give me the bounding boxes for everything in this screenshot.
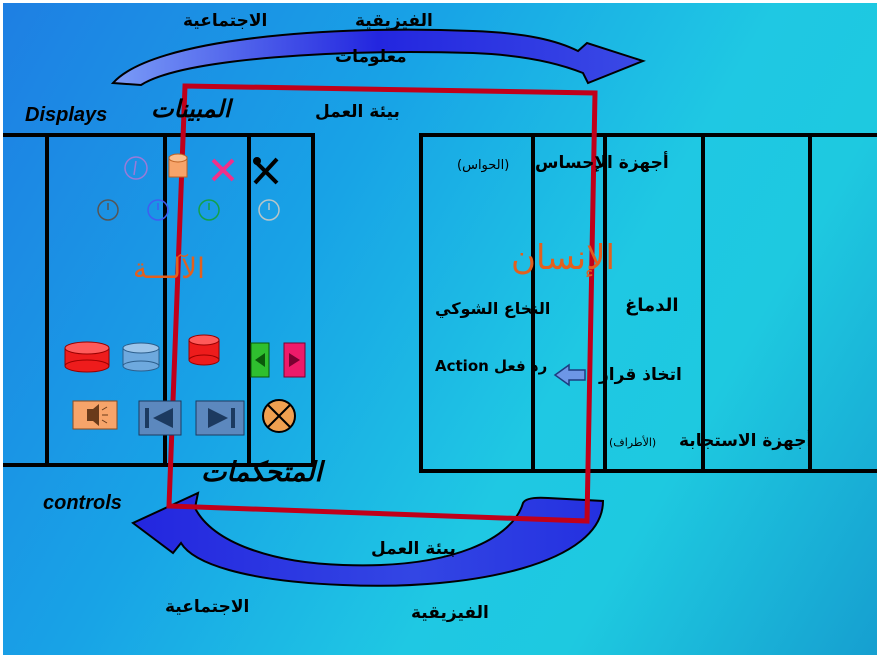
tools-icon — [253, 157, 279, 185]
speaker-icon — [72, 400, 118, 430]
bottom-physical-label: الفيزيقية — [411, 603, 489, 623]
cylinder-icon — [122, 342, 160, 372]
bottom-social-label: الاجتماعية — [165, 597, 250, 617]
machine-label: الآلـــة — [133, 252, 205, 285]
stop-icon — [262, 399, 296, 433]
top-cycle-arrow — [110, 28, 646, 87]
clock-icon — [147, 199, 169, 221]
controls-arabic-label: المتحكمات — [201, 457, 323, 488]
top-arrow-physical-label: الفيزيقية — [355, 11, 433, 31]
reaction-label: رد فعل Action — [435, 357, 548, 375]
spinal-cord-label: النخاع الشوكي — [435, 299, 551, 318]
info-icon — [124, 156, 148, 180]
human-label: الإنسان — [511, 238, 615, 278]
displays-arabic-label: المبينات — [151, 95, 231, 123]
response-sub-label: (الأطراف) — [609, 436, 657, 449]
play-right-icon — [283, 342, 306, 378]
bottom-work-environment-label: بيئة العمل — [371, 539, 456, 559]
top-arrow-social-label: الاجتماعية — [183, 11, 268, 31]
cylinder-icon — [64, 341, 110, 373]
cylinder-icon — [188, 334, 220, 366]
response-label: أجهزة الاستجابة — [679, 431, 813, 451]
sensors-sub-label: (الحواس) — [457, 158, 510, 173]
diagram-art — [3, 28, 877, 587]
human-frame — [419, 133, 877, 473]
skip-back-icon — [138, 400, 182, 436]
information-label: معلومات — [335, 47, 407, 67]
close-icon — [211, 158, 235, 182]
sensors-label: أجهزة الإحساس — [535, 153, 669, 173]
clock-icon — [97, 199, 119, 221]
slide: الاجتماعية الفيزيقية معلومات بيئة العمل … — [3, 3, 877, 655]
controls-label: controls — [43, 492, 122, 514]
decision-label: اتخاذ قرار — [599, 365, 682, 385]
skip-forward-icon — [195, 400, 245, 436]
clock-icon — [258, 199, 280, 221]
focus-box — [166, 83, 598, 524]
brain-label: الدماغ — [625, 295, 679, 316]
work-environment-label: بيئة العمل — [315, 102, 400, 122]
clock-icon — [198, 199, 220, 221]
play-left-icon — [250, 342, 270, 378]
reaction-arrow-icon — [553, 363, 586, 387]
cylinder-icon — [168, 153, 188, 178]
displays-label: Displays — [25, 104, 108, 126]
